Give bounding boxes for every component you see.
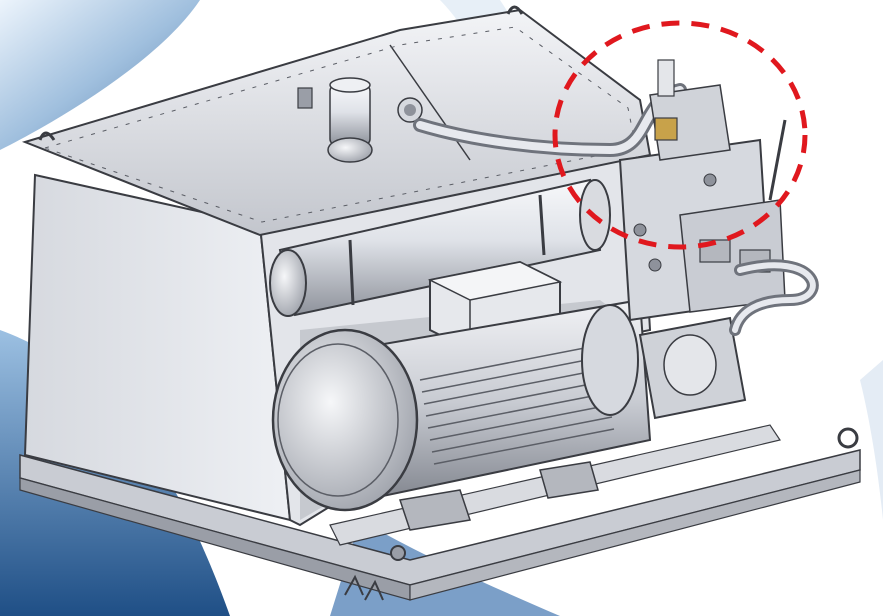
filler-breather-cap	[297, 87, 313, 109]
highlight-circle	[552, 20, 808, 250]
valve-manifold-block	[618, 59, 819, 336]
electric-motor	[271, 298, 652, 531]
gear-pump	[638, 316, 747, 420]
return-filter	[297, 77, 423, 163]
